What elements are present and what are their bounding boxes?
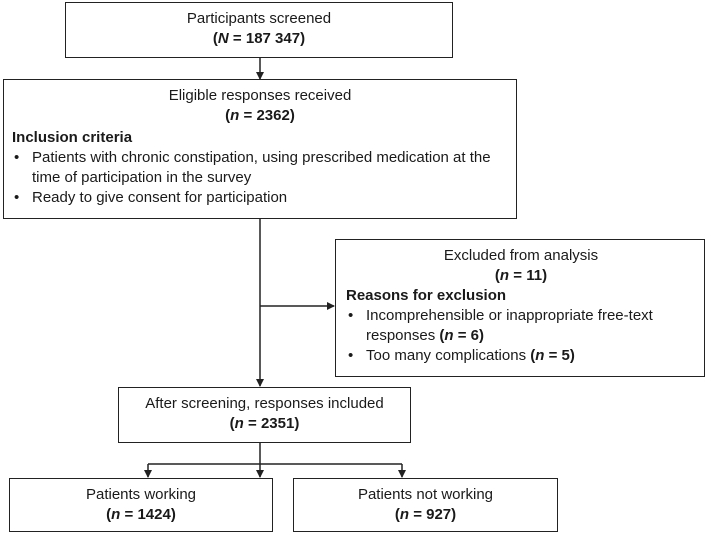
not-working-count: (n = 927) xyxy=(394,506,457,523)
excluded-title: Excluded from analysis xyxy=(443,247,599,264)
exclusion-reasons-list: Incomprehensible or inappropriate free-t… xyxy=(346,306,696,366)
not-working-box: Patients not working (n = 927) xyxy=(293,478,558,532)
inclusion-criterion: Patients with chronic constipation, usin… xyxy=(12,148,508,188)
excluded-count: (n = 11) xyxy=(494,267,548,284)
exclusion-reason: Too many complications (n = 5) xyxy=(346,346,696,366)
not-working-title: Patients not working xyxy=(357,486,494,503)
exclusion-reasons-heading: Reasons for exclusion xyxy=(346,287,507,304)
included-count: (n = 2351) xyxy=(229,415,300,432)
screened-title: Participants screened xyxy=(186,10,332,27)
included-box: After screening, responses included (n =… xyxy=(118,387,411,443)
included-title: After screening, responses included xyxy=(145,395,384,412)
working-count: (n = 1424) xyxy=(106,506,176,523)
eligible-box: Eligible responses received (n = 2362) I… xyxy=(3,79,517,219)
inclusion-criterion: Ready to give consent for participation xyxy=(12,188,508,208)
eligible-title: Eligible responses received xyxy=(168,87,352,104)
excluded-box: Excluded from analysis (n = 11) Reasons … xyxy=(335,239,705,377)
screened-box: Participants screened (N = 187 347) xyxy=(65,2,453,58)
working-box: Patients working (n = 1424) xyxy=(9,478,273,532)
inclusion-criteria-list: Patients with chronic constipation, usin… xyxy=(12,148,508,208)
eligible-count: (n = 2362) xyxy=(225,107,295,124)
inclusion-criteria-heading: Inclusion criteria xyxy=(12,129,133,146)
exclusion-reason: Incomprehensible or inappropriate free-t… xyxy=(346,306,696,346)
screened-count: (N = 187 347) xyxy=(212,30,306,47)
working-title: Patients working xyxy=(85,486,197,503)
